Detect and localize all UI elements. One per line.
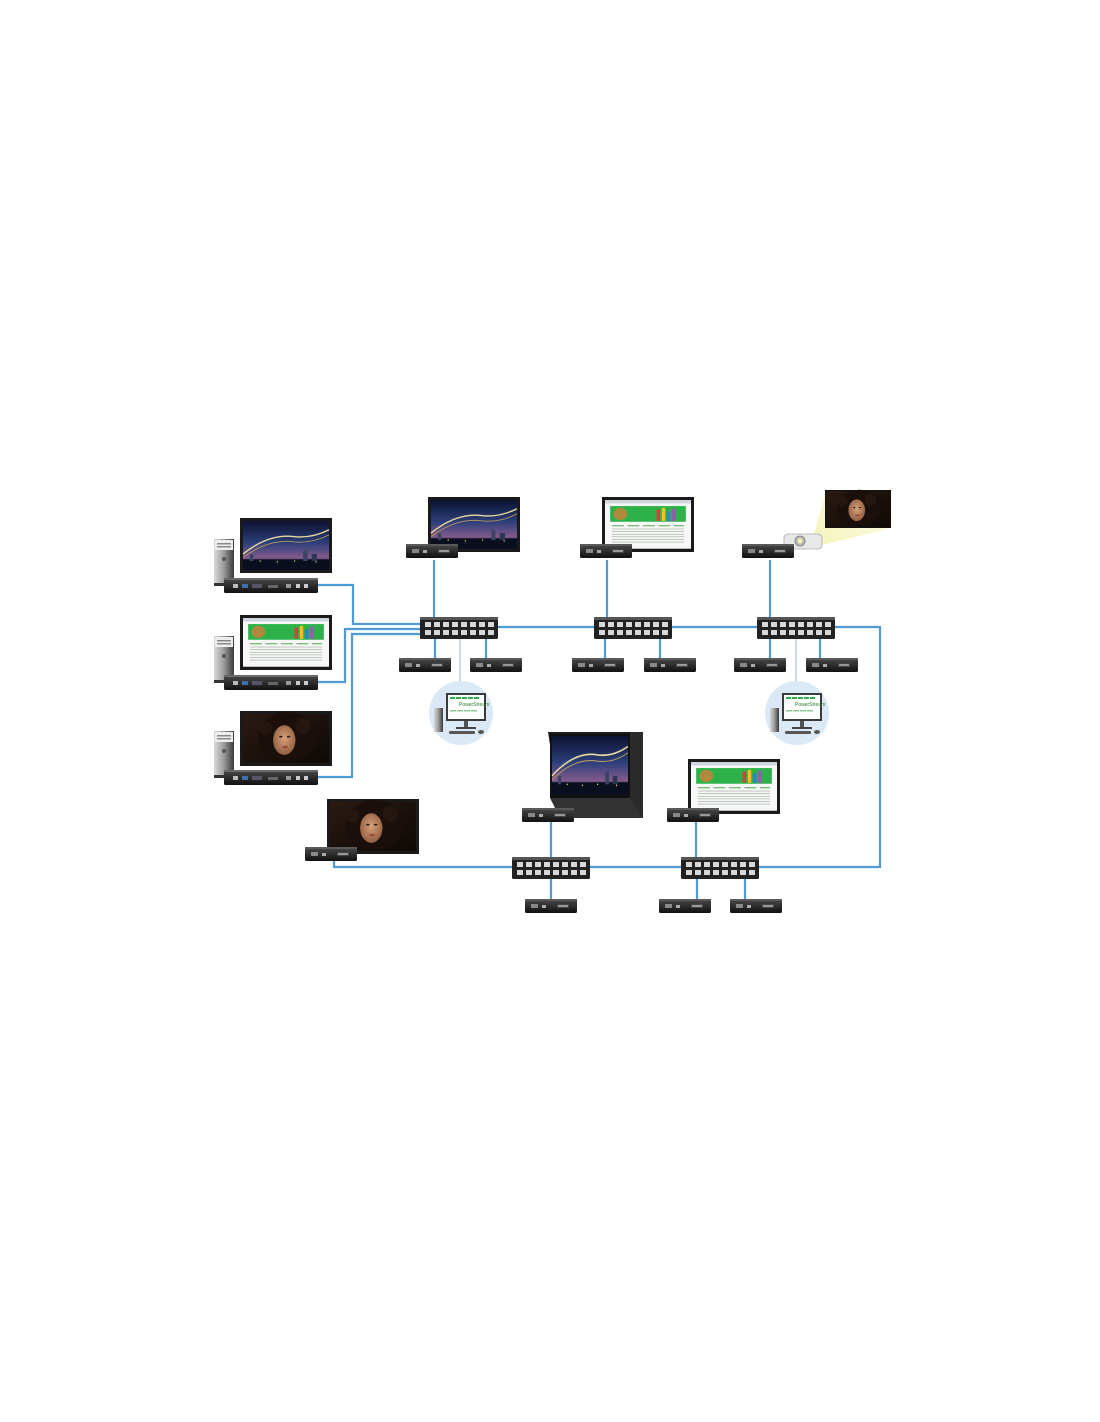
display-top-2 xyxy=(580,497,694,558)
cable-encoder-3-to-switch-a xyxy=(318,632,420,779)
monitor-icon xyxy=(688,759,780,814)
display-top-1 xyxy=(406,497,520,558)
encoder-box-icon xyxy=(224,578,318,593)
video-wall-icon xyxy=(548,732,643,818)
decoder-box-icon xyxy=(806,658,858,672)
display-bottom-right xyxy=(667,759,780,822)
decoder-box-icon xyxy=(522,808,574,822)
decoder-box-icon xyxy=(525,899,577,913)
network-switch-icon xyxy=(420,617,498,639)
source-station-2 xyxy=(214,615,332,690)
decoder-box-icon xyxy=(406,544,458,558)
monitor-icon xyxy=(240,615,332,670)
decoder-box-icon xyxy=(399,658,451,672)
network-switch-icon xyxy=(594,617,672,639)
decoder-box-icon xyxy=(572,658,624,672)
management-station-right: PowerStream xyxy=(765,681,829,745)
monitor-icon xyxy=(240,518,332,573)
decoder-box-icon xyxy=(667,808,719,822)
decoder-box-icon xyxy=(734,658,786,672)
management-pc-icon: PowerStream xyxy=(429,681,493,745)
display-bottom-left xyxy=(305,799,419,861)
source-station-3 xyxy=(214,711,332,785)
management-station-left: PowerStream xyxy=(429,681,493,745)
decoder-box-icon xyxy=(470,658,522,672)
encoder-box-icon xyxy=(224,770,318,785)
network-cables xyxy=(318,560,882,899)
network-switch-icon xyxy=(757,617,835,639)
powerstream-label: PowerStream xyxy=(459,702,489,708)
cable-encoder-2-to-switch-a xyxy=(318,627,420,684)
monitor-icon xyxy=(240,711,332,766)
projection-image xyxy=(825,489,891,528)
decoder-box-icon xyxy=(580,544,632,558)
network-switch-icon xyxy=(512,857,590,879)
monitor-icon xyxy=(327,799,419,854)
powerstream-label: PowerStream xyxy=(795,702,825,708)
management-pc-icon: PowerStream xyxy=(765,681,829,745)
display-top-3-projector xyxy=(742,489,892,558)
encoder-box-icon xyxy=(224,675,318,690)
monitor-icon xyxy=(602,497,694,552)
decoder-box-icon xyxy=(730,899,782,913)
decoder-box-icon xyxy=(742,544,794,558)
cable-decoder-to-switch-d xyxy=(332,861,512,869)
decoder-box-icon xyxy=(659,899,711,913)
cable-encoder-1-to-switch-a xyxy=(318,583,420,626)
large-display xyxy=(522,732,643,822)
management-cables xyxy=(459,639,797,686)
monitor-icon xyxy=(428,497,520,552)
network-switch-icon xyxy=(681,857,759,879)
source-station-1 xyxy=(214,518,332,593)
decoder-box-icon xyxy=(644,658,696,672)
cable-switch-c-to-switch-e xyxy=(759,625,882,869)
decoder-box-icon xyxy=(305,847,357,861)
